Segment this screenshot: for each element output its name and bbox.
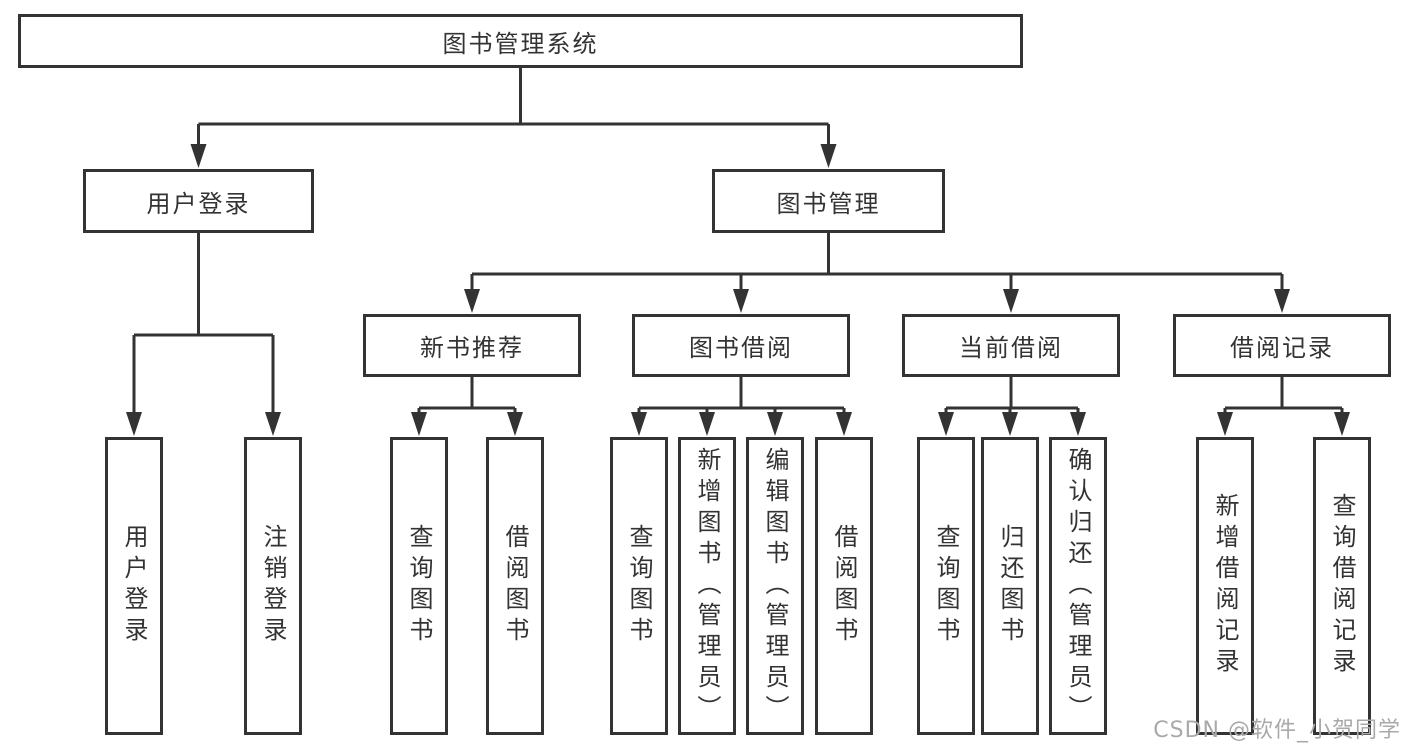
leaf-borrow-query-book: 查询图书: [610, 437, 668, 735]
node-current-borrow: 当前借阅: [902, 314, 1120, 377]
node-label: 查询图书: [625, 524, 653, 648]
leaf-query-borrow-record: 查询借阅记录: [1313, 437, 1371, 735]
node-label: 注销登录: [259, 524, 287, 648]
leaf-logout-login: 注销登录: [244, 437, 302, 735]
leaf-edit-book-admin: 编辑图书（管理员）: [746, 437, 804, 735]
node-label: 查询图书: [932, 524, 960, 648]
leaf-borrow-book: 借阅图书: [815, 437, 873, 735]
leaf-return-book: 归还图书: [981, 437, 1039, 735]
node-label: 查询借阅记录: [1328, 493, 1356, 679]
node-root-library-system: 图书管理系统: [18, 14, 1023, 68]
node-label: 新增图书（管理员）: [693, 446, 721, 726]
leaf-add-borrow-record: 新增借阅记录: [1196, 437, 1254, 735]
node-label: 确认归还（管理员）: [1064, 446, 1092, 726]
csdn-watermark: CSDN @软件_小贺同学: [1153, 718, 1401, 743]
node-label: 当前借阅: [959, 334, 1063, 362]
node-label: 借阅记录: [1230, 334, 1334, 362]
node-label: 新增借阅记录: [1211, 493, 1239, 679]
node-label: 图书借阅: [689, 334, 793, 362]
node-label: 用户登录: [146, 189, 251, 218]
node-label: 借阅图书: [830, 524, 858, 648]
node-label: 图书管理系统: [442, 29, 599, 58]
node-borrow-records: 借阅记录: [1173, 314, 1391, 377]
node-label: 借阅图书: [501, 524, 529, 648]
node-label: 图书管理: [776, 189, 881, 218]
arrowhead-icons: [126, 144, 1350, 436]
leaf-current-query-book: 查询图书: [917, 437, 975, 735]
node-label: 用户登录: [120, 524, 148, 648]
node-new-book-recommend: 新书推荐: [363, 314, 581, 377]
node-book-borrow: 图书借阅: [632, 314, 850, 377]
node-user-login: 用户登录: [83, 169, 314, 233]
leaf-user-login: 用户登录: [105, 437, 163, 735]
leaf-confirm-return-admin: 确认归还（管理员）: [1049, 437, 1107, 735]
leaf-recommend-borrow-book: 借阅图书: [486, 437, 544, 735]
node-label: 编辑图书（管理员）: [761, 446, 789, 726]
leaf-add-book-admin: 新增图书（管理员）: [678, 437, 736, 735]
node-label: 查询图书: [405, 524, 433, 648]
node-book-management: 图书管理: [712, 169, 945, 233]
node-label: 新书推荐: [420, 334, 524, 362]
leaf-recommend-query-book: 查询图书: [390, 437, 448, 735]
node-label: 归还图书: [996, 524, 1024, 648]
